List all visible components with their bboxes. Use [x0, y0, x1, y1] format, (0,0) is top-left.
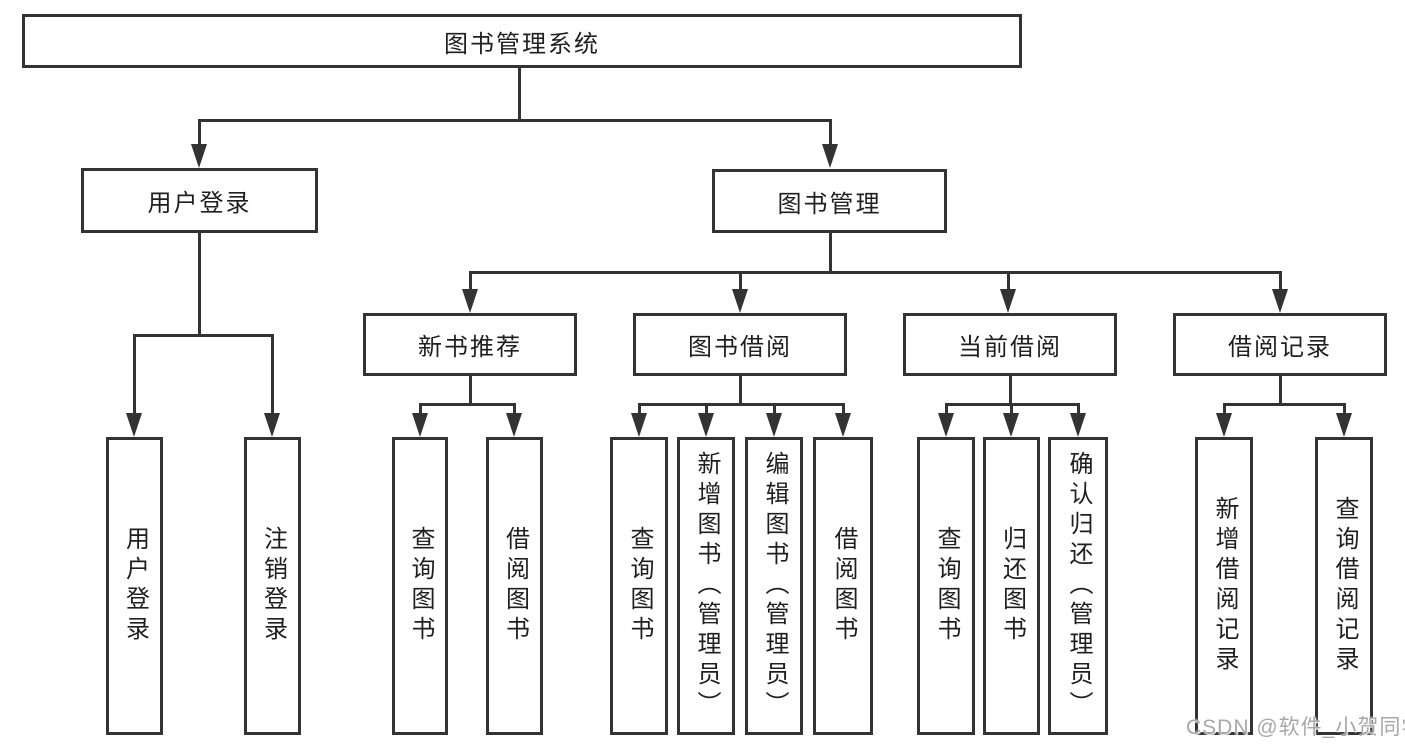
- connector-drop: [705, 403, 708, 417]
- connector-drop: [1007, 271, 1010, 291]
- arrow-down: [462, 289, 478, 313]
- node-label: 编辑图书（管理员）: [761, 451, 788, 721]
- node-label: 查询图书: [933, 526, 960, 646]
- node-label: 图书管理系统: [444, 30, 600, 58]
- connector-drop: [469, 271, 472, 291]
- node-label: 查询图书: [626, 526, 653, 646]
- arrow-down: [1272, 289, 1288, 313]
- node-label: 用户登录: [147, 190, 252, 217]
- node-label: 当前借阅: [958, 334, 1062, 361]
- node-leaf-logout: 注销登录: [244, 437, 301, 735]
- connector-drop: [773, 403, 776, 417]
- arrow-down: [1336, 413, 1352, 437]
- node-leaf-query-book-3: 查询图书: [917, 437, 975, 735]
- arrow-down: [822, 144, 838, 168]
- connector-bookmgmt-stem: [829, 233, 832, 273]
- connector-records-branch: [1223, 403, 1346, 406]
- connector-drop: [513, 403, 516, 417]
- arrow-down: [631, 413, 647, 437]
- connector-drop: [842, 403, 845, 417]
- node-book-management: 图书管理: [712, 169, 947, 233]
- node-label: 归还图书: [998, 526, 1026, 646]
- node-leaf-add-book-admin: 新增图书（管理员）: [677, 437, 735, 735]
- connector-borrow-stem: [739, 376, 742, 405]
- connector-drop: [829, 119, 832, 147]
- node-label: 确认归还（管理员）: [1065, 451, 1092, 721]
- connector-records-stem: [1279, 376, 1282, 405]
- connector-drop: [739, 271, 742, 291]
- arrow-down: [264, 413, 280, 437]
- connector-newrec-branch: [419, 403, 516, 406]
- node-current-borrow: 当前借阅: [903, 313, 1117, 376]
- connector-current-stem: [1009, 376, 1012, 405]
- node-leaf-query-book-2: 查询图书: [610, 437, 668, 735]
- node-leaf-borrow-book-1: 借阅图书: [486, 437, 543, 735]
- connector-userlogin-branch: [133, 334, 273, 337]
- node-leaf-edit-book-admin: 编辑图书（管理员）: [745, 437, 803, 735]
- connector-drop: [198, 119, 201, 147]
- connector-borrow-branch: [638, 403, 845, 406]
- node-label: 新书推荐: [418, 334, 522, 361]
- node-user-login: 用户登录: [81, 168, 318, 233]
- node-label: 新增图书（管理员）: [693, 451, 720, 721]
- connector-drop: [1279, 271, 1282, 291]
- arrow-down: [1216, 413, 1232, 437]
- connector-drop: [1223, 403, 1226, 417]
- connector-drop: [945, 403, 948, 417]
- arrow-down: [1003, 413, 1019, 437]
- node-label: 借阅图书: [830, 526, 857, 646]
- arrow-down: [1070, 413, 1086, 437]
- csdn-watermark: CSDN @软件_小贺同学: [1186, 716, 1405, 739]
- node-label: 查询图书: [407, 526, 434, 646]
- node-leaf-query-borrow-record: 查询借阅记录: [1315, 437, 1373, 735]
- node-borrow-records: 借阅记录: [1173, 313, 1387, 376]
- node-label: 新增借阅记录: [1211, 496, 1238, 676]
- node-label: 图书管理: [777, 190, 882, 218]
- node-label: 借阅记录: [1228, 334, 1332, 361]
- arrow-down: [698, 413, 714, 437]
- node-leaf-confirm-return-admin: 确认归还（管理员）: [1048, 437, 1108, 735]
- arrow-down: [506, 413, 522, 437]
- connector-drop: [638, 403, 641, 417]
- connector-newrec-stem: [469, 376, 472, 405]
- arrow-down: [412, 413, 428, 437]
- node-book-borrow: 图书借阅: [633, 313, 847, 376]
- connector-drop: [1077, 403, 1080, 417]
- connector-drop: [271, 334, 274, 414]
- node-label: 注销登录: [259, 526, 287, 646]
- node-root: 图书管理系统: [22, 14, 1022, 68]
- connector-bookmgmt-branch: [469, 271, 1282, 274]
- node-leaf-add-borrow-record: 新增借阅记录: [1195, 437, 1253, 735]
- arrow-down: [1000, 289, 1016, 313]
- node-label: 图书借阅: [688, 334, 792, 361]
- node-label: 借阅图书: [501, 526, 529, 646]
- node-leaf-borrow-book-2: 借阅图书: [813, 437, 873, 735]
- node-label: 用户登录: [121, 526, 149, 646]
- node-leaf-user-login: 用户登录: [106, 437, 163, 735]
- arrow-down: [835, 413, 851, 437]
- connector-drop: [133, 334, 136, 414]
- node-leaf-query-book-1: 查询图书: [392, 437, 448, 735]
- node-new-book-recommend: 新书推荐: [363, 313, 577, 376]
- connector-userlogin-stem: [198, 233, 201, 336]
- node-label: 查询借阅记录: [1331, 496, 1358, 676]
- connector-root-branch: [198, 119, 832, 122]
- arrow-down: [191, 144, 207, 168]
- connector-drop: [1010, 403, 1013, 417]
- connector-drop: [419, 403, 422, 417]
- arrow-down: [732, 289, 748, 313]
- node-leaf-return-book: 归还图书: [983, 437, 1040, 735]
- connector-root-stem: [518, 68, 521, 121]
- arrow-down: [766, 413, 782, 437]
- connector-drop: [1343, 403, 1346, 417]
- arrow-down: [126, 413, 142, 437]
- arrow-down: [938, 413, 954, 437]
